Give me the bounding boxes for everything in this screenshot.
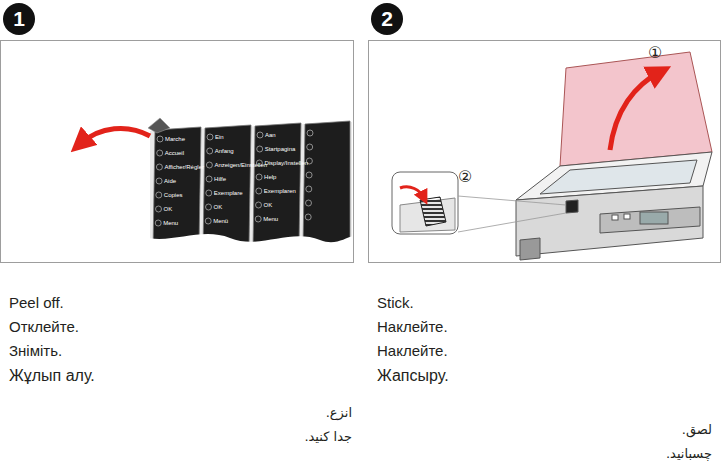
button-icon [156,206,162,212]
step-number: 2 [372,4,402,34]
button-icon [257,146,263,152]
button-icon [206,190,212,196]
sticker-text: Menu [163,220,197,226]
button-icon [305,214,311,220]
instruction-text: انزع. [326,404,352,422]
sticker-text: Afficher/Régler [164,164,198,170]
sticker-text: Exemplare [214,190,248,196]
button-icon [207,148,213,154]
sticker-text: Aide [164,178,198,184]
button-icon [256,202,262,208]
instruction-text: Наклейте. [377,318,448,336]
instruction-text: Наклейте. [377,342,448,360]
sticker-text: Marche [165,136,199,142]
lift-arrow [610,72,660,150]
sticker-text: Accueil [165,150,199,156]
sticker-text: Display/Instellen [264,160,298,166]
sticker-text: Hilfe [214,176,248,182]
scanner [516,52,712,260]
sticker-text: OK [214,204,248,210]
button-icon [206,204,212,210]
button-icon [157,150,163,156]
button-icon [206,162,212,168]
step-number: 1 [4,4,34,34]
button-icon [156,164,162,170]
sticker-text: OK [164,206,198,212]
button-icon [157,136,163,142]
callout-number: ② [458,168,472,186]
instruction-text: Stick. [377,294,414,312]
step-circle [3,3,35,35]
button-icon [307,130,313,136]
instruction-text: چسبانید. [666,445,712,463]
button-icon [306,186,312,192]
callout-number: ① [648,44,662,62]
button-icon [307,144,313,150]
button-icon [255,216,261,222]
button-icon [306,158,312,164]
sticker-text: Anzeigen/Einstellen [214,162,248,168]
sticker-sheet [140,118,353,262]
instruction-text: Peel off. [9,294,64,312]
inset [392,172,566,234]
sticker-text: Anfang [215,148,249,154]
button-icon [206,176,212,182]
peel-arrow [80,128,150,144]
panel-frame [1,41,354,263]
button-icon [156,178,162,184]
sticker-text: Menü [213,218,247,224]
sticker-text: Exemplaren [264,188,298,194]
instruction-text: لصق. [682,421,712,439]
instruction-text: Жұлып алу. [9,366,95,385]
button-icon [306,200,312,206]
instruction-text: جدا کنید. [304,428,352,446]
button-icon [256,174,262,180]
sticker-text: Copies [164,192,198,198]
step-circle [371,3,403,35]
instruction-text: Зніміть. [9,342,62,360]
button-icon [156,192,162,198]
sticker-text: Aan [265,132,299,138]
button-icon [207,134,213,140]
instruction-text: Отклейте. [9,318,79,336]
sticker-text: OK [264,202,298,208]
button-icon [256,188,262,194]
button-icon [256,160,262,166]
sticker-text: Menu [263,216,297,222]
sticker-text: Ein [215,134,249,140]
button-icon [306,172,312,178]
button-icon [257,132,263,138]
button-icon [155,220,161,226]
sticker-text: Help [264,174,298,180]
button-icon [205,218,211,224]
sticker-text: Startpagina [265,146,299,152]
panel-frame [369,41,721,263]
instruction-text: Жапсыру. [377,366,449,385]
